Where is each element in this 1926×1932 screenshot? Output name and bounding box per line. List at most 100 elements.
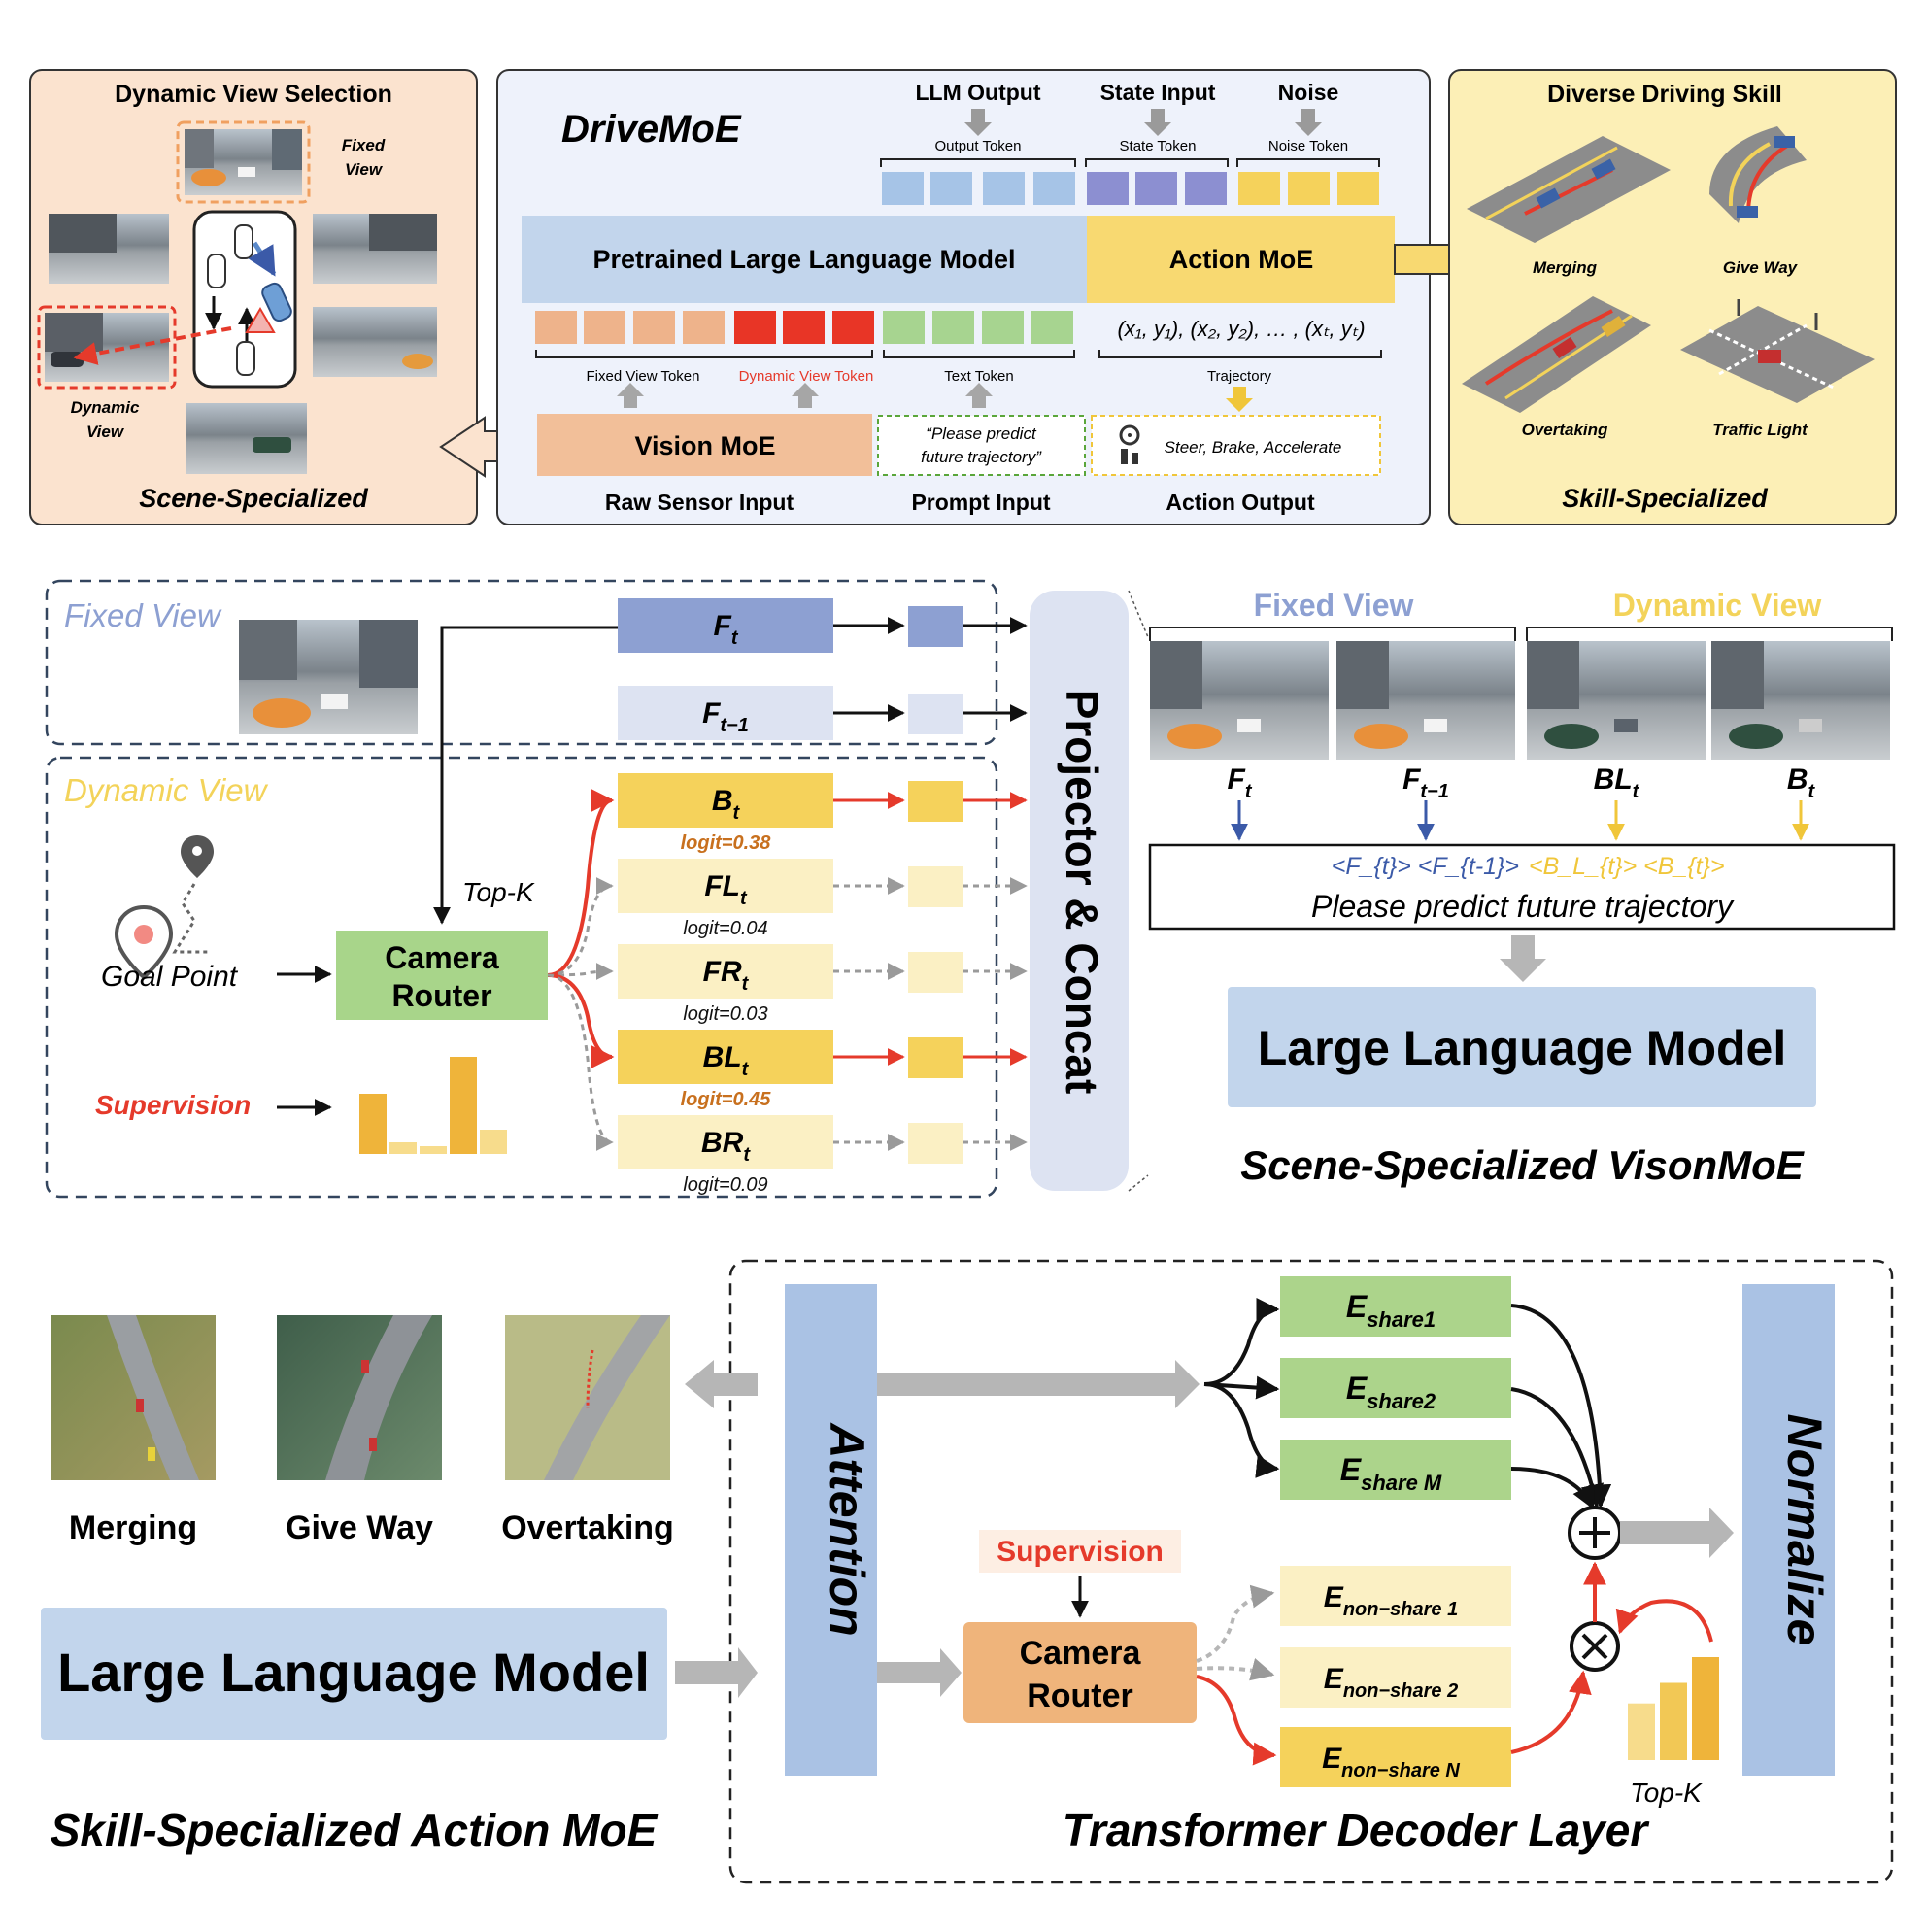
view-token-block-6 bbox=[618, 1115, 833, 1169]
router-to-token-arrow-6 bbox=[547, 973, 614, 1151]
selected-view-label-1-sub: t−1 bbox=[1420, 781, 1448, 802]
view-token-label-3-sub: t bbox=[740, 888, 748, 909]
drivemoe-title: DriveMoE bbox=[561, 108, 742, 151]
selected-view-car2-3 bbox=[1799, 719, 1822, 732]
llm-prompt-box bbox=[1148, 843, 1896, 931]
selected-view-car2-1 bbox=[1424, 719, 1447, 732]
right-dynamic-view-heading: Dynamic View bbox=[1613, 588, 1822, 623]
projected-token-5 bbox=[908, 1037, 963, 1078]
view-token-block-3 bbox=[618, 859, 833, 913]
dynamic-view-token-label: Dynamic View Token bbox=[739, 368, 874, 385]
selected-view-car-1 bbox=[1354, 724, 1408, 749]
selected-view-label-3-sub: t bbox=[1808, 781, 1816, 802]
action-moe-block bbox=[1087, 216, 1395, 303]
nonshared-expert-label-2: Enon−share 2 bbox=[1324, 1663, 1458, 1702]
view-token-label-4: FRt bbox=[703, 956, 750, 995]
attention-to-skills-arrow bbox=[685, 1360, 758, 1408]
projector-concat-label: Projector & Concat bbox=[1057, 690, 1107, 1095]
fixed-view-thumbnail bbox=[185, 129, 302, 195]
camera-router-bottom-label-2: Router bbox=[1027, 1678, 1133, 1714]
camera-thumbnail-back-right bbox=[313, 307, 437, 377]
selected-view-label-2-base: BL bbox=[1594, 763, 1633, 796]
normalize-label: Normalize bbox=[1777, 1414, 1832, 1646]
projected-token-1 bbox=[908, 694, 963, 734]
scene-visonmoe-caption: Scene-Specialized VisonMoE bbox=[1240, 1142, 1806, 1188]
dynamic-view-label: Dynamic bbox=[71, 398, 140, 417]
merging-illustration bbox=[1467, 136, 1671, 243]
router-to-nonshared-arrows bbox=[1196, 1584, 1277, 1766]
selected-view-car-2 bbox=[1544, 724, 1599, 749]
aerial-merging-label: Merging bbox=[69, 1509, 197, 1546]
skill-aerial-merging bbox=[51, 1315, 216, 1480]
supervision-bottom-box bbox=[979, 1530, 1181, 1573]
state-input-label: State Input bbox=[1100, 80, 1216, 105]
view-token-block-2 bbox=[618, 773, 833, 828]
llm-bottom-label: Large Language Model bbox=[57, 1642, 650, 1703]
action-moe-label: Action MoE bbox=[1169, 245, 1314, 274]
skill-panel-title: Diverse Driving Skill bbox=[1547, 81, 1782, 108]
view-token-label-5-sub: t bbox=[742, 1059, 750, 1080]
logit-label-2: logit=0.38 bbox=[681, 832, 772, 854]
supervision-bar-3 bbox=[450, 1057, 477, 1154]
view-token-label-0: Ft bbox=[714, 610, 739, 649]
view-token-label-6: BRt bbox=[701, 1127, 751, 1166]
logit-label-6: logit=0.09 bbox=[683, 1174, 767, 1196]
shared-expert-label-1: Eshare1 bbox=[1346, 1289, 1436, 1332]
action-output-label: Action Output bbox=[1166, 490, 1315, 515]
selected-view-label-3-base: B bbox=[1787, 763, 1808, 796]
view-token-label-2: Bt bbox=[712, 785, 741, 824]
raw-sensor-input-label: Raw Sensor Input bbox=[605, 490, 794, 515]
selected-view-label-3: Bt bbox=[1787, 763, 1816, 802]
view-token-label-6-base: BR bbox=[701, 1127, 744, 1159]
projector-concat-block bbox=[1030, 591, 1129, 1191]
selected-view-label-0: Ft bbox=[1228, 763, 1253, 802]
selected-view-car-0 bbox=[1167, 724, 1222, 749]
selected-view-building-2 bbox=[1527, 641, 1579, 709]
topk-weight-arrow bbox=[1615, 1599, 1713, 1643]
router-to-token-arrow-3 bbox=[547, 877, 614, 977]
view-token-label-0-sub: t bbox=[731, 627, 739, 649]
shared-expert-label-2-base: E bbox=[1346, 1371, 1368, 1406]
nonshared-expert-2 bbox=[1280, 1647, 1511, 1708]
pretrained-llm-label: Pretrained Large Language Model bbox=[592, 245, 1015, 274]
trajectory-formula: (x₁, y₁), (x₂, y₂), … , (xₜ, yₜ) bbox=[1117, 317, 1365, 341]
selected-view-building-3 bbox=[1711, 641, 1764, 709]
prompt-text-line-2: future trajectory” bbox=[921, 448, 1042, 466]
up-arrows-center bbox=[617, 383, 993, 408]
nonshared-expert-3 bbox=[1280, 1727, 1511, 1787]
view-token-label-6-sub: t bbox=[743, 1144, 751, 1166]
traffic-light-illustration bbox=[1680, 299, 1875, 403]
skill-aerial-give-way bbox=[277, 1315, 442, 1480]
skill-merging-label: Merging bbox=[1533, 258, 1598, 277]
view-token-label-1-sub: t−1 bbox=[720, 715, 748, 736]
steering-wheel-icon bbox=[1119, 424, 1140, 446]
supervision-bar-0 bbox=[359, 1094, 387, 1154]
view-token-label-5: BLt bbox=[703, 1041, 750, 1080]
diverse-driving-skill-panel: Diverse Driving Skill Merging Give Way O… bbox=[1448, 69, 1897, 525]
output-token-row bbox=[882, 172, 1379, 205]
llm-middle-label: Large Language Model bbox=[1258, 1021, 1787, 1075]
prompt-box bbox=[877, 415, 1086, 476]
logit-label-3: logit=0.04 bbox=[683, 918, 767, 939]
token-braces-top bbox=[880, 158, 1380, 167]
right-fixed-view-heading: Fixed View bbox=[1254, 588, 1414, 623]
view-token-block-5 bbox=[618, 1030, 833, 1084]
supervision-label: Supervision bbox=[95, 1090, 251, 1120]
view-token-column: FtFt−1Btlogit=0.38FLtlogit=0.04FRtlogit=… bbox=[547, 598, 1028, 1196]
camera-router-label-2: Router bbox=[391, 978, 491, 1013]
fixed-view-label-2: View bbox=[345, 160, 384, 179]
nonshared-expert-label-3: Enon−share N bbox=[1322, 1743, 1460, 1781]
selected-view-label-0-base: F bbox=[1228, 763, 1246, 796]
shared-expert-label-3: Eshare M bbox=[1340, 1452, 1442, 1495]
down-arrows-top bbox=[964, 109, 1322, 136]
topk-bar-0 bbox=[1628, 1703, 1655, 1760]
selected-view-car2-2 bbox=[1614, 719, 1638, 732]
action-output-box bbox=[1091, 415, 1381, 476]
trajectory-down-arrow bbox=[1226, 387, 1253, 412]
logit-label-5: logit=0.45 bbox=[681, 1089, 772, 1110]
transformer-decoder-region bbox=[728, 1259, 1894, 1884]
shared-expert-label-2: Eshare2 bbox=[1346, 1371, 1436, 1413]
view-token-label-1-base: F bbox=[702, 697, 721, 729]
